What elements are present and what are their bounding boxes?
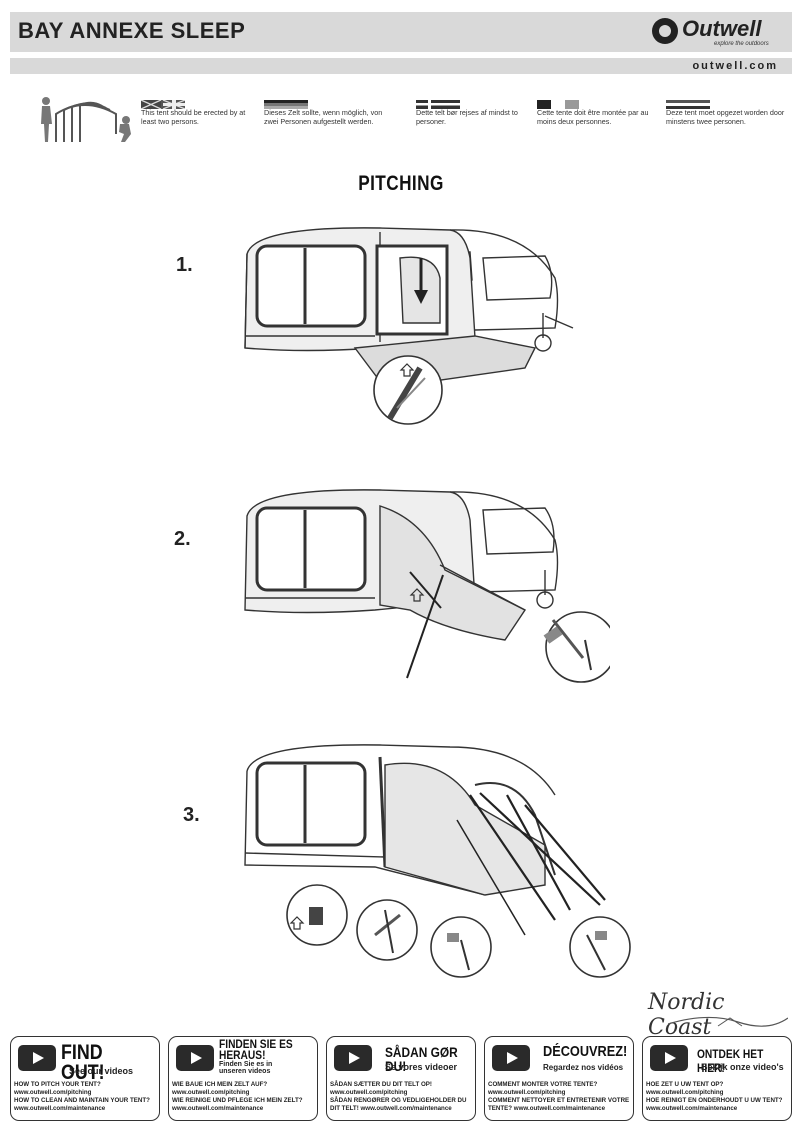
instruction-text: Deze tent moet opgezet worden door minst… — [666, 108, 785, 126]
play-icon — [650, 1045, 688, 1071]
instruction-text: Cette tente doit être montée par au moin… — [537, 108, 649, 126]
instruction-en: This tent should be erected by at least … — [140, 96, 261, 126]
step-1-illustration — [244, 227, 574, 425]
instruction-text: Dette telt bør rejses af mindst to perso… — [416, 108, 518, 126]
outwell-logo-icon — [652, 18, 678, 44]
card-headline: ONTDEK HET HIER! — [697, 1047, 764, 1075]
two-persons-icon — [41, 97, 131, 142]
play-icon — [18, 1045, 56, 1071]
card-line: HOW TO CLEAN AND MAINTAIN YOUR TENT? — [14, 1097, 150, 1104]
card-line: HOE ZET U UW TENT OP? — [646, 1081, 724, 1088]
step-number: 3. — [183, 804, 200, 826]
card-links: WIE BAUE ICH MEIN ZELT AUF? www.outwell.… — [172, 1081, 317, 1113]
card-subline: Se vores videoer — [385, 1062, 458, 1072]
video-card-de[interactable]: FINDEN SIE ES HERAUS! Finden Sie es in u… — [168, 1036, 318, 1121]
step-3-illustration — [244, 744, 631, 978]
card-links: HOE ZET U UW TENT OP? www.outwell.com/pi… — [646, 1081, 791, 1113]
german-flag-icon — [264, 96, 308, 109]
card-line: COMMENT NETTOYER ET ENTRETENIR VOTRE TEN… — [488, 1097, 630, 1112]
card-link[interactable]: www.outwell.com/maintenance — [14, 1105, 106, 1112]
video-card-da[interactable]: SÅDAN GØR DU! Se vores videoer SÅDAN SÆT… — [326, 1036, 476, 1121]
video-card-en[interactable]: FIND OUT! See our videos HOW TO PITCH YO… — [10, 1036, 160, 1121]
card-link[interactable]: www.outwell.com/pitching — [172, 1089, 250, 1096]
card-links: HOW TO PITCH YOUR TENT? www.outwell.com/… — [14, 1081, 159, 1113]
wave-icon — [668, 1016, 788, 1027]
card-headline: FIND OUT! — [61, 1041, 105, 1084]
play-icon — [334, 1045, 372, 1071]
card-subline: See our videos — [69, 1066, 134, 1076]
logo-tagline: explore the outdoors — [714, 41, 769, 47]
card-subline: Regardez nos vidéos — [543, 1063, 624, 1072]
instruction-de: Dieses Zelt sollte, wenn möglich, von zw… — [264, 96, 384, 126]
card-line: COMMENT MONTER VOTRE TENTE? — [488, 1081, 598, 1088]
card-link[interactable]: www.outwell.com/pitching — [488, 1089, 566, 1096]
card-links: SÅDAN SÆTTER DU DIT TELT OP! www.outwell… — [330, 1081, 475, 1113]
instruction-nl: Deze tent moet opgezet worden door minst… — [666, 96, 786, 126]
dutch-flag-icon — [666, 96, 710, 109]
card-link[interactable]: www.outwell.com/pitching — [330, 1089, 408, 1096]
card-headline: DÉCOUVREZ! — [543, 1043, 628, 1060]
card-link[interactable]: www.outwell.com/maintenance — [172, 1105, 264, 1112]
card-link[interactable]: www.outwell.com/pitching — [646, 1089, 724, 1096]
card-line: SÅDAN SÆTTER DU DIT TELT OP! — [330, 1081, 432, 1088]
card-link[interactable]: www.outwell.com/maintenance — [646, 1105, 738, 1112]
play-icon — [492, 1045, 530, 1071]
card-link[interactable]: www.outwell.com/pitching — [14, 1089, 92, 1096]
instruction-text: Dieses Zelt sollte, wenn möglich, von zw… — [264, 108, 383, 126]
step-number: 2. — [174, 528, 191, 550]
nordic-coast-logo: Nordic Coast — [648, 990, 788, 1040]
instruction-da: Dette telt bør rejses af mindst to perso… — [416, 96, 536, 126]
danish-flag-icon — [416, 96, 460, 109]
card-subline: Finden Sie es in unseren videos — [219, 1061, 273, 1075]
card-line: SÅDAN RENGØRER OG VEDLIGEHOLDER DU DIT T… — [330, 1097, 467, 1112]
french-flag-icon — [537, 96, 581, 109]
video-card-nl[interactable]: ONTDEK HET HIER! Bekijk onze video's HOE… — [642, 1036, 792, 1121]
logo-name: Outwell — [682, 16, 762, 41]
url-bar — [10, 58, 792, 74]
website-url: outwell.com — [692, 60, 778, 72]
page-title: BAY ANNEXE SLEEP — [18, 18, 246, 43]
step-number: 1. — [176, 254, 193, 276]
uk-flag-icon — [140, 96, 186, 110]
card-headline: SÅDAN GØR DU! — [385, 1044, 458, 1074]
brand-name: Nordic Coast — [648, 990, 725, 1040]
step-2-illustration — [244, 489, 610, 683]
instruction-text: This tent should be erected by at least … — [141, 108, 246, 126]
section-title: PITCHING — [358, 172, 444, 195]
card-line: WIE REINIGE UND PFLEGE ICH MEIN ZELT? — [172, 1097, 303, 1104]
outwell-logo: Outwell explore the outdoors — [652, 14, 782, 48]
card-links: COMMENT MONTER VOTRE TENTE? www.outwell.… — [488, 1081, 633, 1113]
instruction-fr: Cette tente doit être montée par au moin… — [537, 96, 657, 126]
card-headline: FINDEN SIE ES HERAUS! — [219, 1037, 293, 1062]
play-icon — [176, 1045, 214, 1071]
card-subline: Bekijk onze video's — [701, 1062, 784, 1072]
video-card-fr[interactable]: DÉCOUVREZ! Regardez nos vidéos COMMENT M… — [484, 1036, 634, 1121]
card-line: WIE BAUE ICH MEIN ZELT AUF? — [172, 1081, 268, 1088]
card-line: HOW TO PITCH YOUR TENT? — [14, 1081, 101, 1088]
card-line: HOE REINIGT EN ONDERHOUDT U UW TENT? — [646, 1097, 783, 1104]
